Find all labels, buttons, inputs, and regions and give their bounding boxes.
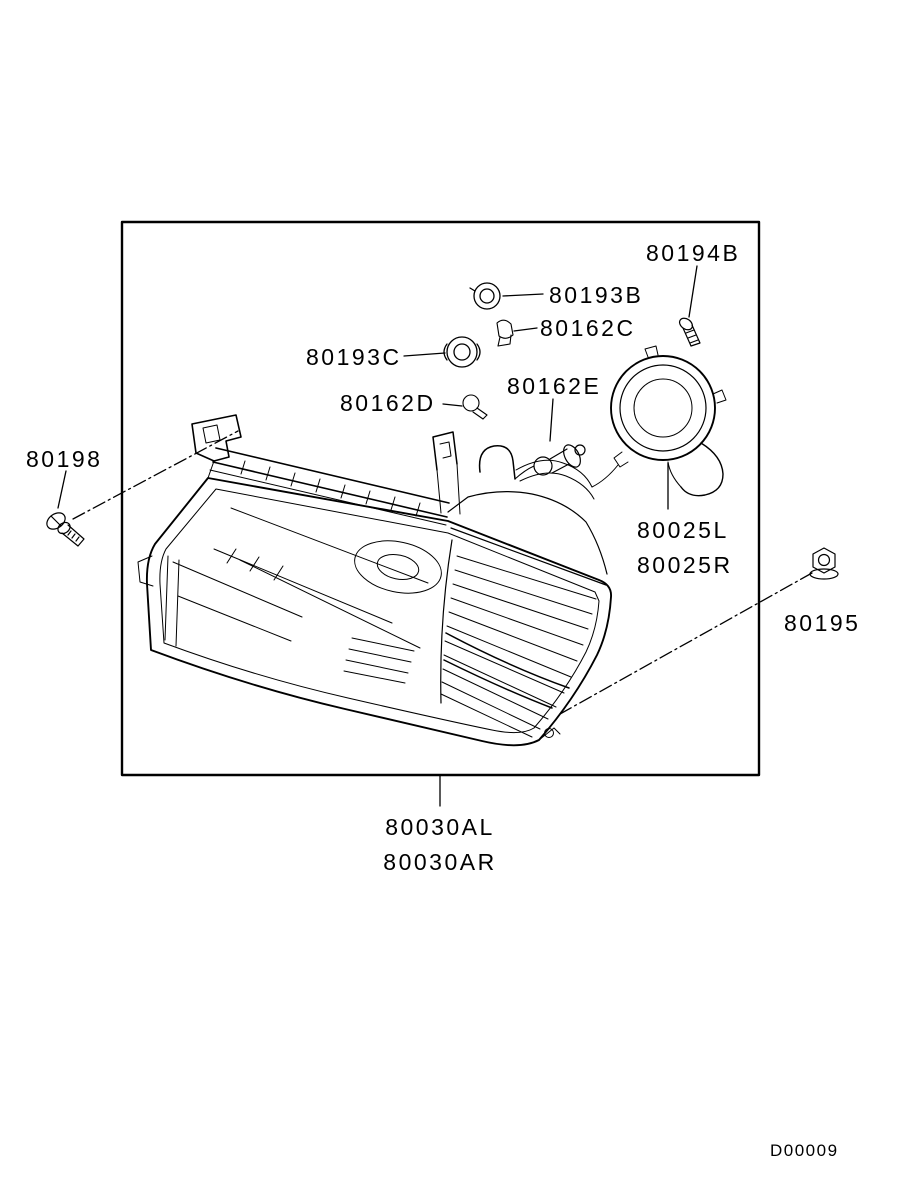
screw-80198-drawing [46,512,85,547]
lens-detail-lines [164,507,442,684]
bulb-80162c-drawing [496,319,514,347]
center-lines [72,430,813,715]
document-code: D00009 [770,1141,839,1160]
diagram-border-box [120,220,761,777]
housing-top-strip [209,447,450,526]
part-label-80025: 80025L 80025R [637,513,733,583]
rear-housing-drawing [432,431,619,575]
part-label-80025r: 80025R [637,552,733,578]
part-label-80195: 80195 [784,610,861,636]
rear-cover-drawing [610,345,727,497]
part-label-80198: 80198 [26,446,103,472]
part-label-80030al: 80030AL [385,814,495,840]
cap-80193b-drawing [469,282,501,310]
bulb-80162e-drawing [533,444,586,476]
nut-80195-drawing [809,547,839,580]
leader-lines [57,265,698,807]
part-label-80030: 80030AL 80030AR [355,810,525,880]
part-label-80193b: 80193B [549,282,644,308]
part-label-80025l: 80025L [637,517,729,543]
corner-lens-hatching [440,527,607,738]
part-label-80162d: 80162D [340,390,436,416]
part-label-80162e: 80162E [507,373,602,399]
part-label-80030ar: 80030AR [383,849,497,875]
bulb-80162d-drawing [462,394,488,420]
part-label-80162c: 80162C [540,315,636,341]
part-label-80194b: 80194B [646,240,741,266]
part-label-80193c: 80193C [306,344,402,370]
lens-outline [137,477,612,747]
mounting-tab-drawing [191,414,242,479]
screw-80194b-drawing [678,317,701,347]
socket-80193c-drawing [443,336,481,368]
